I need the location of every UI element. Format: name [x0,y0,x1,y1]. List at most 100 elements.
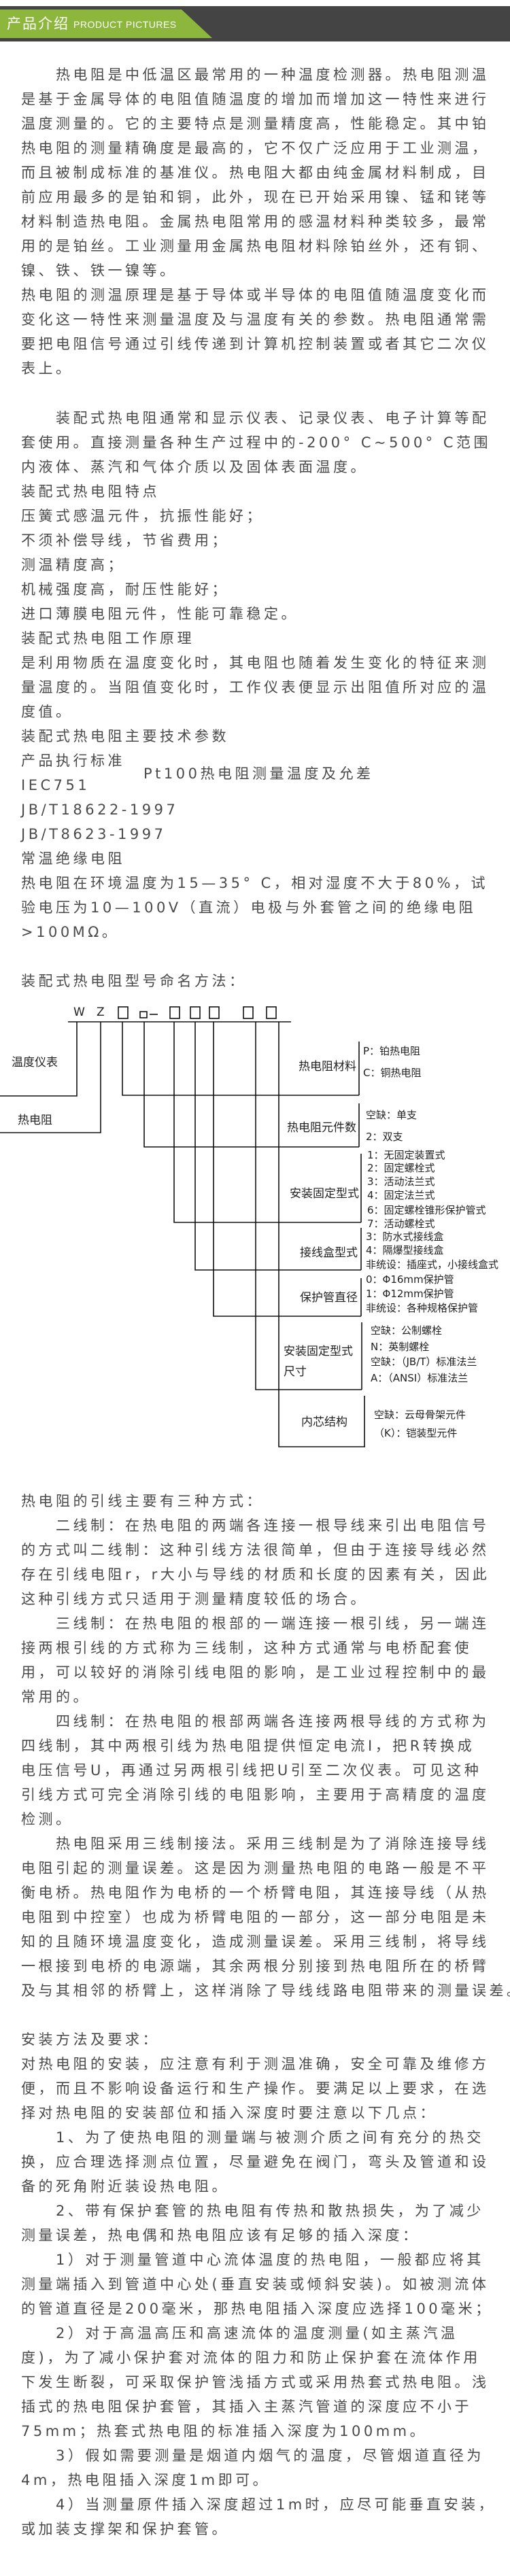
option-tube: 1：Φ12mm保护管 [366,1288,454,1300]
code-box [169,1006,180,1019]
paragraph: 热电阻的引线主要有三种方式： [21,1489,490,1513]
text-line: 4m，热电阻插入深度1m即可。 [21,2472,271,2488]
label-material: 热电阻材料 [299,1060,356,1074]
option-mount-size: A：（ANSI）标准法兰 [371,1372,468,1384]
model-naming-diagram: W Z 温度仪表 热电阻 热电阻材料 P：铂热 [0,993,510,1489]
text-line: 接两根引线的方式称为三线制，这种方式通常与电桥配套使 [21,1640,472,1656]
option-core: （K）：铠装型元件 [374,1427,457,1439]
text-line: 热电阻的测量精确度是最高的，它不仅广泛应用于工业测温， [21,140,490,156]
text-line: 量温度的。当阻值变化时，工作仪表便显示出阻值所对应的温 [21,679,490,695]
text-line: 装配式热电阻主要技术参数 [21,728,229,744]
paragraph: 四线制：在热电阻的根部两端各连接两根导线的方式称为四线制，其中两根引线为热电阻提… [21,1709,490,1832]
text-line: 前应用最多的是铂和铜，此外，现在已开始采用镍、锰和铑等 [21,189,490,205]
text-line: 热电阻是中低温区最常用的一种温度检测器。热电阻测温 [56,67,490,83]
text-line: 4）当测量原件插入深度超过1m时，应尽可能垂直安装， [56,2496,496,2513]
paragraph: 热电阻是中低温区最常用的一种温度检测器。热电阻测温是基于金属导体的电阻值随温度的… [21,63,490,283]
label-instrument: 温度仪表 [12,1056,58,1069]
text-line: 套使用。直接测量各种生产过程中的-200° C~500° C范围 [21,434,492,451]
text-line: 1）对于测量管道中心流体温度的热电阻，一般都应将其 [56,2252,484,2268]
text-line: >100MΩ。 [21,924,120,940]
option-mount-size: 空缺：（JB/T）标准法兰 [371,1356,477,1368]
text-line: 表上。 [21,360,73,377]
label-rtd: 热电阻 [18,1114,52,1127]
text-line: 度值。 [21,704,73,720]
text-line: 常温绝缘电阻 [21,851,125,867]
option-junction: 3：防水式接线盒 [366,1231,444,1243]
text-line: 便，而且不影响设备运行和生产操作。要满足以上要求，在选 [21,2080,490,2097]
text-line: 变化这一特性来测量温度及与温度有关的参数。热电阻通常需 [21,311,490,328]
install-section: 安装方法及要求： 对热电阻的安装，应注意有利于测温准确，安全可靠及维修方便，而且… [21,2027,496,2541]
option-mount-size: 空缺：公制螺栓 [371,1324,442,1337]
text-line: 一根接到电桥的电源端，其余两根分别接到热电阻所在的桥臂 [21,1958,490,1974]
text-line: 衡电桥。热电阻作为电桥的一个桥臂电阻，其连接导线（从热 [21,1885,490,1901]
paragraph: 2）对于高温高压和高速流体的温度测量(如主蒸汽温度)，为了减小保护套对流体的阻力… [21,2321,490,2443]
model-heading-wrap: 装配式热电阻型号命名方法： [21,969,490,993]
text-line: 常用的。 [21,1689,90,1705]
section-header-bar: 产品介绍 PRODUCT PICTURES [0,6,510,41]
assembly-text: 装配式热电阻通常和显示仪表、记录仪表、电子计算等配套使用。直接测量各种生产过程中… [21,406,490,944]
text-line: JB/T18622-1997 [21,802,179,818]
text-line: 电阻引起的测量误差。这是因为测量热电阻的电路一般是不平 [21,1860,490,1876]
text-line: 装配式热电阻工作原理 [21,630,194,647]
text-line: 度)，为了减小保护套对流体的阻力和防止保护套在流体作用 [21,2350,481,2366]
install-text: 对热电阻的安装，应注意有利于测温准确，安全可靠及维修方便，而且不影响设备运行和生… [21,2052,496,2541]
text-line: 插式的热电阻保护套管，其插入主蒸汽管道的深度应不小于 [21,2399,472,2415]
text-line: 测量端插入到管道中心处(垂直安装或倾斜安装)。如被测流体 [21,2276,490,2292]
text-line: 存在引线电阻r，r大小与导线的材质和长度的因素有关，因此 [21,1566,490,1583]
text-line: 热电阻的引线主要有三种方式： [21,1493,264,1509]
option-junction: 非统设：插座式，小接线盒式 [366,1258,498,1271]
assembly-section: 装配式热电阻通常和显示仪表、记录仪表、电子计算等配套使用。直接测量各种生产过程中… [21,406,490,944]
text-line: 这种引线方式只适用于测量精度较低的场合。 [21,1591,368,1607]
text-line: 热电阻在环境温度为15—35° C，相对湿度不大于80%，试 [21,875,488,891]
intro-section: 热电阻是中低温区最常用的一种温度检测器。热电阻测温是基于金属导体的电阻值随温度的… [21,63,490,381]
code-box [190,1006,201,1019]
text-line: 2）对于高温高压和高速流体的温度测量(如主蒸汽温 [56,2325,458,2341]
text-line: 备的死角附近装设热电阻。 [21,2178,229,2195]
text-line: 不须补偿导线，节省费用； [21,532,229,549]
text-line: 75mm；热套式热电阻的标准插入深度为100mm。 [21,2423,428,2439]
install-heading: 安装方法及要求： [21,2031,160,2048]
option-mounting: 6：固定螺栓锥形保护管式 [367,1204,486,1216]
text-line: 下发生断裂，可采取保护管浅插方式或采用热套式热电阻。浅 [21,2374,490,2390]
header-title-cn: 产品介绍 [7,16,69,32]
wiring-section: 热电阻的引线主要有三种方式：二线制：在热电阻的两端各连接一根导线来引出电阻信号的… [21,1489,510,2003]
code-row: W Z [68,1006,291,1023]
text-line: 三线制：在热电阻的根部的一端连接一根引线，另一端连 [56,1615,490,1632]
option-material: P：铂热电阻 [363,1045,420,1057]
code-letter-w: W [73,1006,85,1019]
text-line: 引线方式可完全消除引线的电阻影响，主要用于高精度的温度 [21,1787,490,1803]
paragraph: 2、带有保护套管的热电阻有传热和散热损失，为了减少测量误差，热电偶和热电阻应该有… [21,2199,490,2248]
option-mounting: 4：固定法兰式 [367,1189,435,1201]
option-tube: 0：Φ16mm保护管 [366,1273,454,1286]
option-material: C：铜热电阻 [363,1067,421,1079]
code-box [266,1006,277,1019]
option-mount-size: N：英制螺栓 [371,1341,429,1353]
paragraph: 热电阻的测温原理是基于导体或半导体的电阻值随温度变化而变化这一特性来测量温度及与… [21,283,490,381]
text-line: 择对热电阻的安装部位和插入深度时要注意以下几点： [21,2105,437,2121]
paragraph: 1）对于测量管道中心流体温度的热电阻，一般都应将其测量端插入到管道中心处(垂直安… [21,2248,490,2321]
header-title-en: PRODUCT PICTURES [73,19,177,30]
option-elements: 2：双支 [366,1131,403,1143]
text-line: 测量误差，热电偶和热电阻应该有足够的插入深度： [21,2227,420,2244]
text-line: 或加装支撑架和保护套管。 [21,2521,229,2537]
code-box [209,1006,220,1019]
option-mounting: 1：无固定装置式 [367,1149,445,1161]
code-letter-z: Z [97,1006,105,1019]
paragraph: 3）假如需要测量是烟道内烟气的温度，尽管烟道直径为 4m，热电阻插入深度1m即可。 [21,2443,490,2492]
text-line: IEC751 [21,777,90,793]
text-line: JB/T8623-1997 [21,826,167,842]
text-line: 二线制：在热电阻的两端各连接一根导线来引出电阻信号 [56,1517,490,1534]
text-line: 产品执行标准 [21,753,125,769]
text-line: 电阻到中控室）也成为桥臂电阻的一部分，这一部分电阻是未 [21,1909,490,1925]
text-line: 验电压为10—100V（直流）电极与外套管之间的绝缘电阻 [21,899,477,916]
text-line: 3）假如需要测量是烟道内烟气的温度，尽管烟道直径为 [56,2448,484,2464]
header-tab-shape [0,10,212,38]
text-line: 用的是铂丝。工业测量用金属热电阻材料除铂丝外，还有铜、 [21,238,490,254]
text-line: 四线制，其中两根引线为热电阻提供恒定电流I，把R转换成 [21,1738,475,1754]
label-mount-size: 尺寸 [284,1365,307,1379]
text-line: 装配式热电阻通常和显示仪表、记录仪表、电子计算等配 [56,410,490,426]
text-line: 热电阻采用三线制接法。采用三线制是为了消除连接导线 [56,1836,490,1852]
text-line: 对热电阻的安装，应注意有利于测温准确，安全可靠及维修方 [21,2056,490,2072]
paragraph: 装配式热电阻特点压簧式感温元件，抗振性能好；不须补偿导线，节省费用；测温精度高；… [21,479,490,944]
text-line: 是基于金属导体的电阻值随温度的增加而增加这一特性来进行 [21,91,490,107]
